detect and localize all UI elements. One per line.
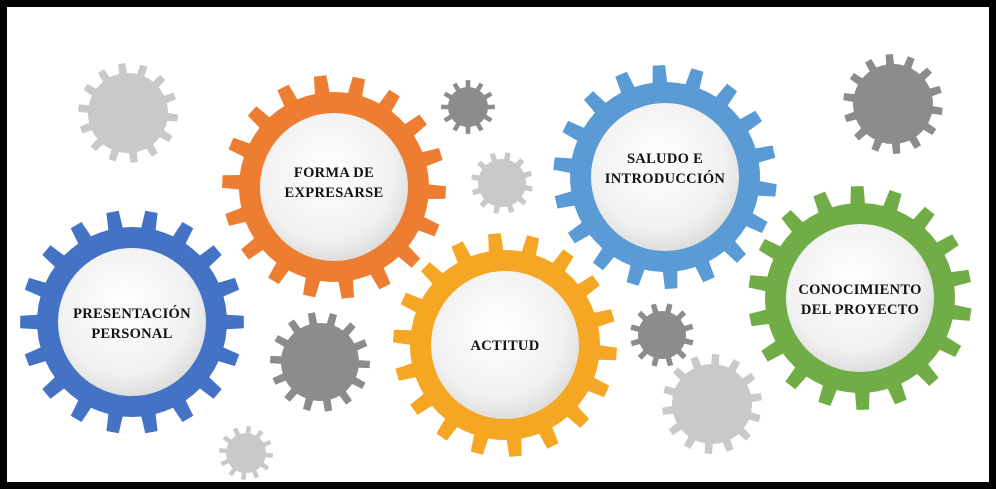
gear-label-line: SALUDO E bbox=[627, 151, 703, 167]
gear-label-line: PRESENTACIÓN bbox=[73, 305, 191, 322]
gear-label-line: PERSONAL bbox=[91, 326, 172, 342]
gear-label-line: EXPRESARSE bbox=[285, 185, 384, 201]
gear-label-line: INTRODUCCIÓN bbox=[605, 170, 726, 187]
decorative-gear-hub bbox=[881, 92, 905, 116]
gear-label-line: FORMA DE bbox=[294, 165, 374, 181]
gear-label-line: ACTITUD bbox=[471, 338, 540, 354]
decorative-gear-hub bbox=[309, 351, 331, 373]
gear-actitud: ACTITUD bbox=[393, 233, 617, 457]
decorative-gears bbox=[78, 54, 943, 480]
gear-conocimiento: CONOCIMIENTO DEL PROYECTO bbox=[748, 186, 972, 410]
decorative-gear-hub bbox=[700, 392, 724, 416]
gear-face bbox=[431, 271, 579, 419]
decorative-gear-hub bbox=[240, 447, 252, 459]
gear-forma: FORMA DE EXPRESARSE bbox=[222, 75, 446, 299]
decorative-gear-hub bbox=[116, 101, 140, 125]
gears-diagram: FORMA DE EXPRESARSE SALUDO E INTRODUCCIÓN PR… bbox=[20, 54, 972, 480]
decorative-gear-hub bbox=[655, 328, 669, 342]
decorative-gear-hub bbox=[462, 101, 474, 113]
gear-label-line: CONOCIMIENTO bbox=[798, 282, 921, 298]
gear-face bbox=[260, 113, 408, 261]
decorative-gear-hub bbox=[495, 176, 509, 190]
gear-saludo: SALUDO E INTRODUCCIÓN bbox=[553, 65, 777, 289]
gear-presentacion: PRESENTACIÓN PERSONAL bbox=[20, 210, 244, 434]
gear-face bbox=[591, 103, 739, 251]
gear-face bbox=[58, 248, 206, 396]
gear-face bbox=[786, 224, 934, 372]
main-gears: FORMA DE EXPRESARSE SALUDO E INTRODUCCIÓN PR… bbox=[20, 65, 972, 457]
gear-label-line: DEL PROYECTO bbox=[801, 302, 919, 318]
